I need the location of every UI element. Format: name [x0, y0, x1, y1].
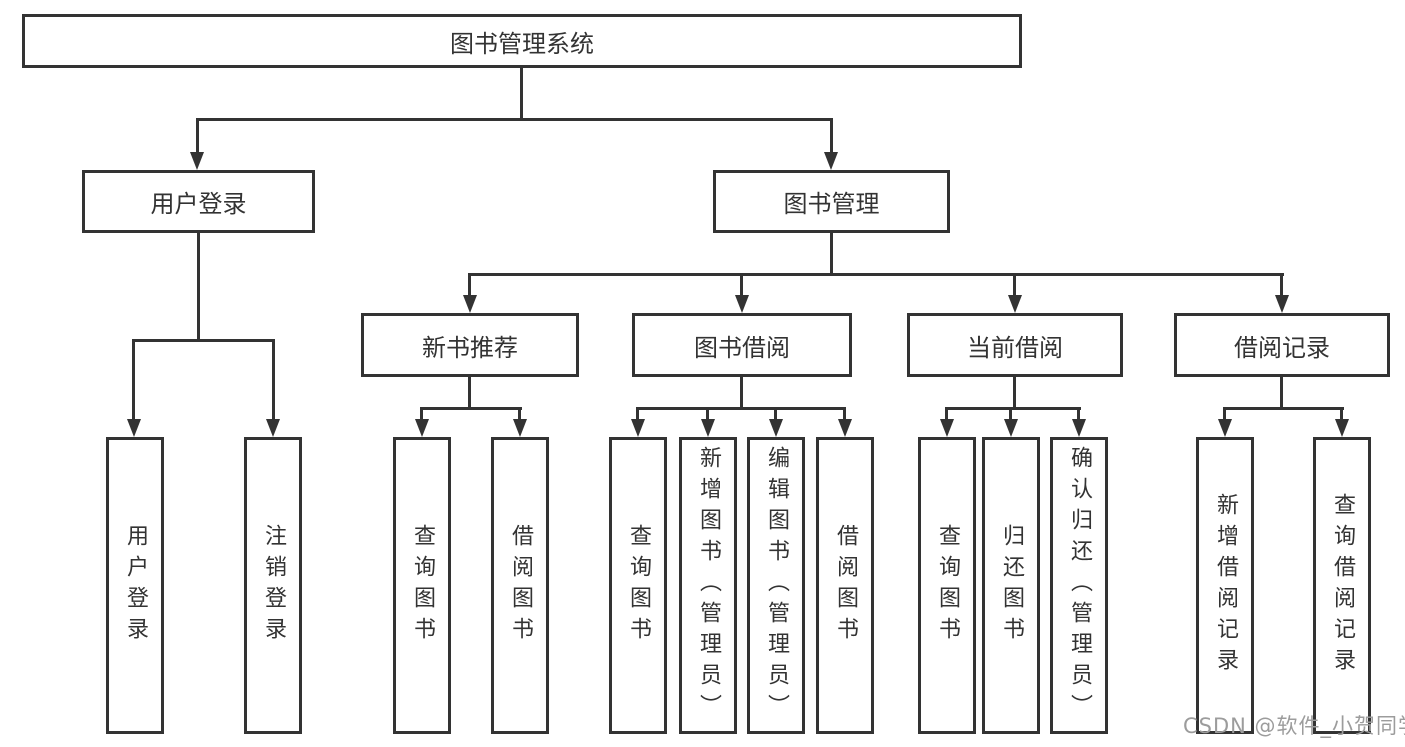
connector-line: [420, 407, 522, 410]
connector-line: [706, 407, 709, 421]
connector-line: [774, 407, 777, 421]
connector-line: [830, 118, 833, 155]
leaf-query-books-borrow: 查询图书: [609, 437, 667, 734]
connector-line: [196, 118, 833, 121]
connector-line: [1013, 377, 1016, 407]
connector-line: [1077, 407, 1080, 421]
connector-line: [196, 118, 199, 155]
node-current-borrowing: 当前借阅: [907, 313, 1123, 377]
arrowhead-down-icon: [940, 419, 954, 437]
connector-line: [1223, 407, 1344, 410]
leaf-query-books-current: 查询图书: [918, 437, 976, 734]
node-library-management-system: 图书管理系统: [22, 14, 1022, 68]
arrowhead-down-icon: [769, 419, 783, 437]
connector-line: [197, 233, 200, 339]
connector-line: [518, 407, 521, 421]
connector-line: [740, 273, 743, 297]
node-user-login: 用户登录: [82, 170, 315, 233]
node-book-management: 图书管理: [713, 170, 950, 233]
arrowhead-down-icon: [1008, 295, 1022, 313]
leaf-borrow-books-recommend: 借阅图书: [491, 437, 549, 734]
connector-line: [1340, 407, 1343, 421]
connector-line: [636, 407, 846, 410]
connector-line: [1223, 407, 1226, 421]
leaf-add-book-admin: 新增图书（管理员）: [679, 437, 737, 734]
node-book-borrowing: 图书借阅: [632, 313, 852, 377]
arrowhead-down-icon: [127, 419, 141, 437]
arrowhead-down-icon: [631, 419, 645, 437]
connector-line: [468, 273, 471, 297]
leaf-logout: 注销登录: [244, 437, 302, 734]
leaf-confirm-return-admin: 确认归还（管理员）: [1050, 437, 1108, 734]
csdn-watermark: CSDN @软件_小贺同学: [1183, 714, 1405, 738]
connector-line: [468, 377, 471, 407]
node-borrowing-records: 借阅记录: [1174, 313, 1390, 377]
leaf-edit-book-admin: 编辑图书（管理员）: [747, 437, 805, 734]
leaf-user-login: 用户登录: [106, 437, 164, 734]
arrowhead-down-icon: [1218, 419, 1232, 437]
connector-line: [132, 339, 275, 342]
arrowhead-down-icon: [701, 419, 715, 437]
connector-line: [1280, 377, 1283, 407]
connector-line: [945, 407, 948, 421]
connector-line: [740, 377, 743, 407]
connector-line: [132, 339, 135, 421]
leaf-query-books-recommend: 查询图书: [393, 437, 451, 734]
connector-line: [1013, 273, 1016, 297]
connector-line: [272, 339, 275, 421]
connector-line: [843, 407, 846, 421]
connector-line: [1009, 407, 1012, 421]
connector-line: [468, 273, 1284, 276]
node-new-book-recommendation: 新书推荐: [361, 313, 579, 377]
arrowhead-down-icon: [190, 152, 204, 170]
leaf-borrow-books: 借阅图书: [816, 437, 874, 734]
arrowhead-down-icon: [838, 419, 852, 437]
arrowhead-down-icon: [1275, 295, 1289, 313]
arrowhead-down-icon: [463, 295, 477, 313]
connector-line: [520, 68, 523, 118]
arrowhead-down-icon: [1072, 419, 1086, 437]
connector-line: [830, 233, 833, 273]
arrowhead-down-icon: [1335, 419, 1349, 437]
arrowhead-down-icon: [824, 152, 838, 170]
leaf-query-borrow-record: 查询借阅记录: [1313, 437, 1371, 734]
arrowhead-down-icon: [1004, 419, 1018, 437]
leaf-add-borrow-record: 新增借阅记录: [1196, 437, 1254, 734]
leaf-return-book: 归还图书: [982, 437, 1040, 734]
arrowhead-down-icon: [513, 419, 527, 437]
arrowhead-down-icon: [266, 419, 280, 437]
connector-line: [420, 407, 423, 421]
connector-line: [1280, 273, 1283, 297]
connector-line: [636, 407, 639, 421]
arrowhead-down-icon: [735, 295, 749, 313]
connector-line: [945, 407, 1081, 410]
arrowhead-down-icon: [415, 419, 429, 437]
